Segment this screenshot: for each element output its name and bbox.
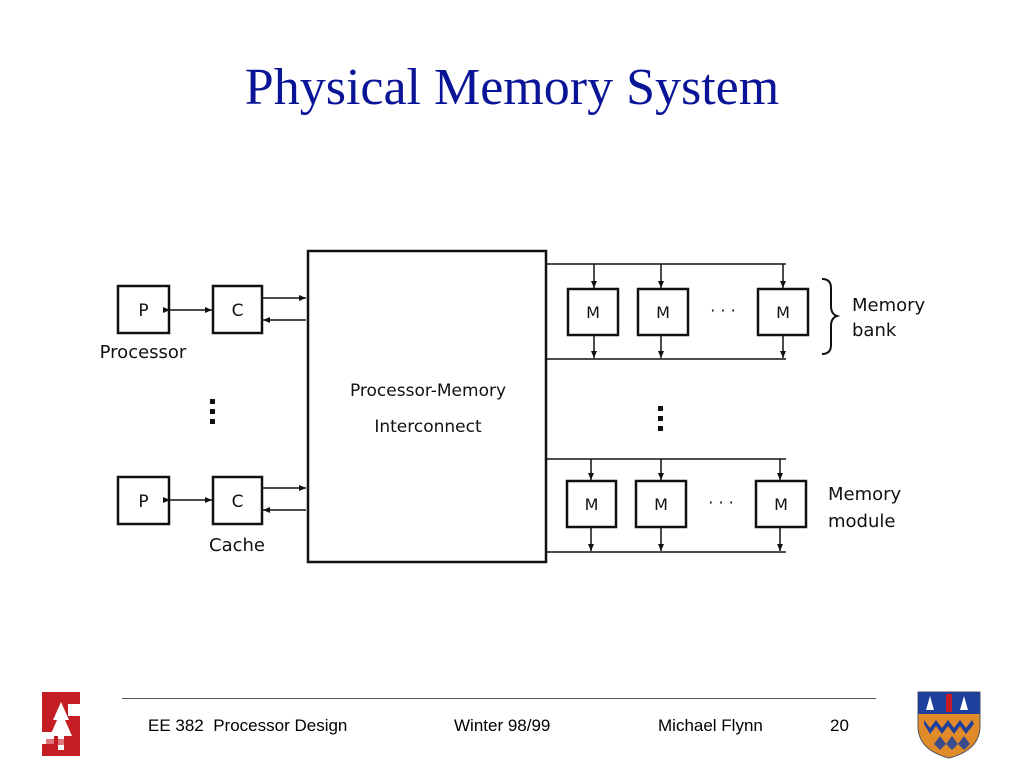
memory-bank-top: M M · · · M <box>546 263 810 360</box>
processor-bottom: P <box>116 475 171 526</box>
svg-text:M: M <box>586 303 600 322</box>
memory-bank-bottom: M M · · · M <box>546 458 808 553</box>
svg-text:· · ·: · · · <box>708 493 733 512</box>
svg-text:Processor-Memory: Processor-Memory <box>350 381 506 401</box>
footer-course: EE 382 Processor Design <box>148 716 348 735</box>
svg-text:M: M <box>776 303 790 322</box>
memory-bank-label-2: bank <box>852 320 897 341</box>
crest-logo <box>917 691 981 759</box>
svg-text:M: M <box>585 495 599 514</box>
vertical-ellipsis-left <box>210 399 215 424</box>
interconnect-box: Processor-Memory Interconnect <box>306 249 548 564</box>
stanford-logo <box>42 692 80 756</box>
processor-label: Processor <box>100 342 187 363</box>
svg-text:· · ·: · · · <box>710 301 735 320</box>
svg-text:M: M <box>654 495 668 514</box>
memory-bank-label-1: Memory <box>852 295 926 316</box>
vertical-ellipsis-right <box>658 406 663 431</box>
svg-text:P: P <box>138 492 148 512</box>
processor-top: P <box>116 284 171 335</box>
memory-module-label-1: Memory <box>828 484 902 505</box>
svg-text:Interconnect: Interconnect <box>374 417 482 437</box>
cache-bottom: C <box>211 475 264 526</box>
cache-top: C <box>211 284 264 335</box>
footer-page-number: 20 <box>830 716 849 735</box>
svg-text:M: M <box>656 303 670 322</box>
slide-title: Physical Memory System <box>244 59 780 116</box>
memory-system-diagram: P C Processor P C Cache Processor-Memory… <box>100 249 926 564</box>
svg-text:P: P <box>138 301 148 321</box>
svg-text:C: C <box>232 492 244 512</box>
svg-text:M: M <box>774 495 788 514</box>
memory-module-label-2: module <box>828 511 895 532</box>
footer-term: Winter 98/99 <box>454 716 551 735</box>
memory-bank-brace <box>821 278 841 355</box>
footer-divider <box>122 698 876 699</box>
svg-text:C: C <box>232 301 244 321</box>
footer-author: Michael Flynn <box>658 716 763 735</box>
cache-label: Cache <box>209 535 265 556</box>
